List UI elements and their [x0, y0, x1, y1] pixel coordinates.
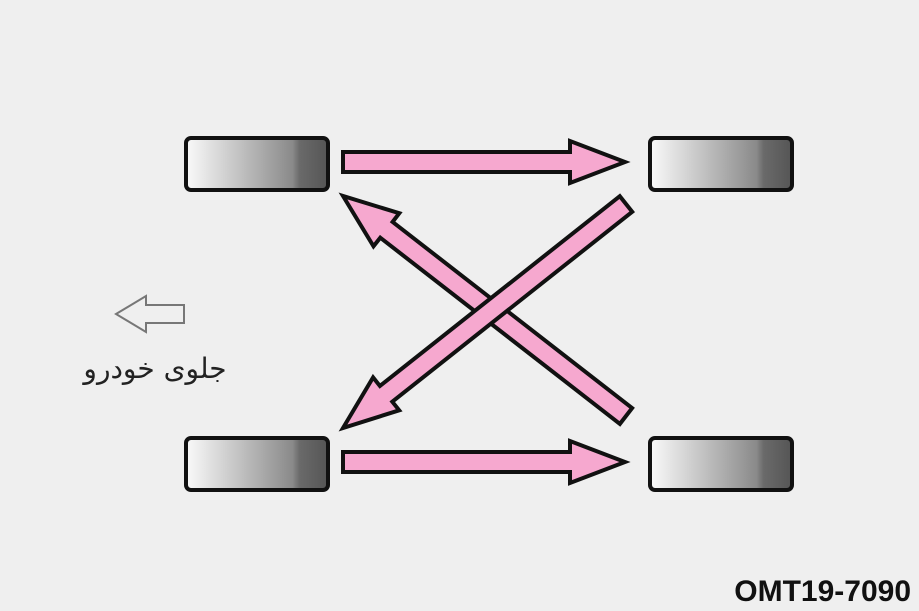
rotation-arrow-front-right-to-rear-left — [338, 193, 636, 432]
tire-front-left — [184, 136, 330, 192]
tire-rear-right — [648, 436, 794, 492]
tire-front-right — [648, 136, 794, 192]
front-of-vehicle-label: جلوی خودرو — [83, 352, 227, 385]
rotation-arrow-front-left-to-front-right — [341, 138, 631, 186]
front-direction-arrow-icon — [114, 294, 185, 334]
tire-rear-left — [184, 436, 330, 492]
rotation-arrow-rear-left-to-rear-right — [341, 438, 631, 486]
figure-code: OMT19-7090 — [734, 575, 911, 608]
